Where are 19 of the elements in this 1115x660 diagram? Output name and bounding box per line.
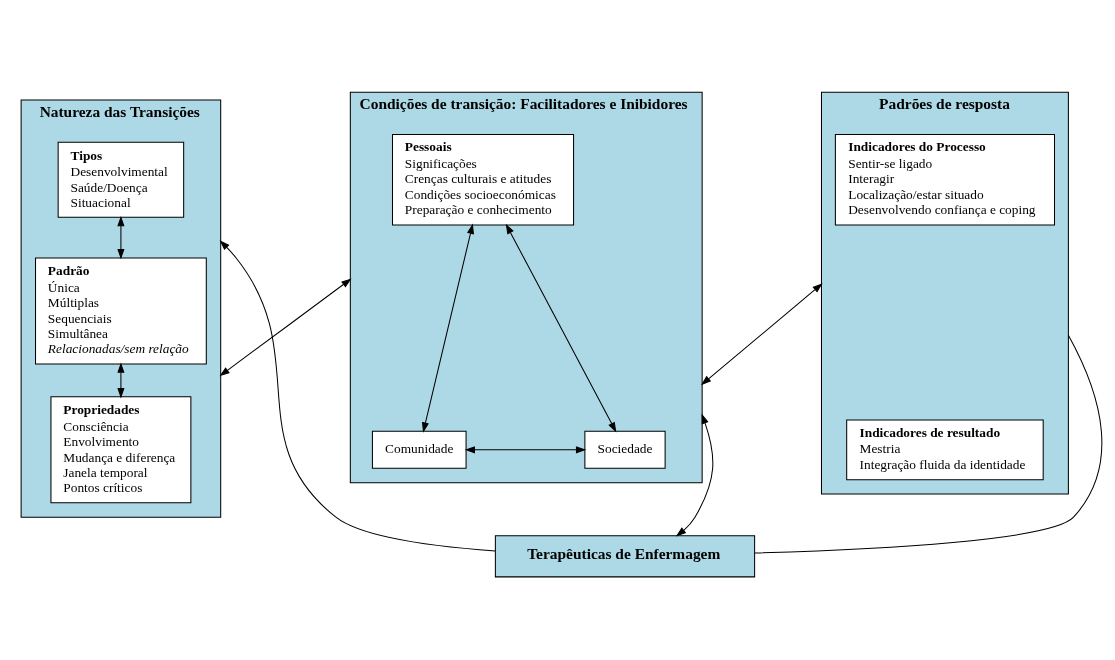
node-box: Indicadores de resultado Mestria Integração fluida da identidade: [846, 419, 1044, 480]
node-box: Comunidade: [371, 430, 467, 469]
node-box: Sociedade: [584, 430, 666, 469]
arrow: [117, 215, 125, 259]
arrow: [219, 277, 352, 376]
arrow: [700, 282, 823, 385]
node-box: Tipos Desenvolvimental Saúde/Doença Situacional: [57, 141, 185, 218]
arrow: [464, 445, 587, 453]
arrow: [675, 413, 714, 536]
node-box: Padrão Única Múltiplas Sequenciais Simultânea Relacionadas/sem relação: [35, 256, 207, 364]
connector: [754, 334, 1103, 554]
arrow: [117, 362, 125, 398]
node-box: Terapêuticas de Enfermagem: [494, 534, 756, 577]
node-box: Pessoais Significações Crenças culturais e atitudes Condições socioeconómicas Preparação e conhecimento: [392, 133, 575, 226]
node-box: Propriedades Consciência Envolvimento Mudança e diferença Janela temporal Pontos críticos: [50, 395, 192, 503]
node-box: Indicadores do Processo Sentir-se ligado Interagir Localização/estar situado Desenvolvendo confiança e coping: [834, 133, 1055, 226]
arrow: [421, 223, 474, 433]
arrow: [219, 239, 496, 551]
arrow: [505, 223, 617, 433]
